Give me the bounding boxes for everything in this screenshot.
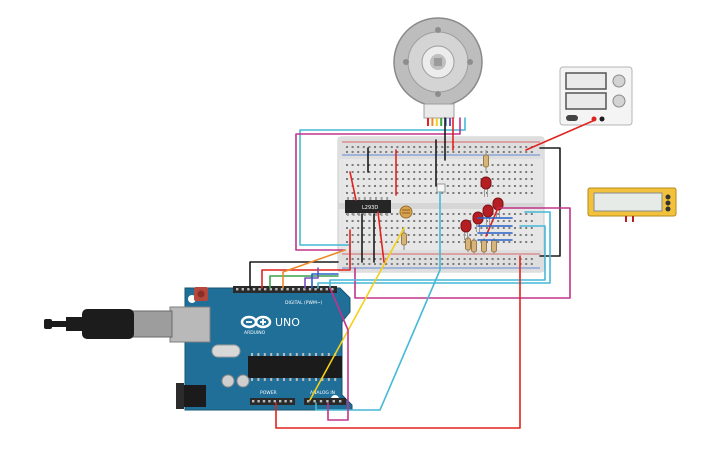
- arduino-logo: [240, 315, 272, 329]
- dc-jack[interactable]: [178, 385, 206, 407]
- photoresistor[interactable]: [399, 205, 413, 219]
- wires: [249, 117, 596, 429]
- led[interactable]: [460, 219, 472, 240]
- resistor[interactable]: [401, 228, 407, 250]
- l293d-driver-chip[interactable]: L293D: [345, 197, 391, 216]
- resistor[interactable]: [471, 238, 477, 254]
- wire-cyan-led: [317, 211, 551, 289]
- wire-red-bb1: [349, 171, 357, 201]
- breadboard-holes: [346, 146, 533, 265]
- crystal: [211, 344, 241, 358]
- wire-cyan-a1: [315, 191, 441, 411]
- voltage-knob[interactable]: [612, 74, 626, 88]
- atmega-chip: [248, 356, 342, 378]
- digital-header[interactable]: [233, 286, 337, 293]
- driver-chip-label: L293D: [362, 205, 378, 211]
- arduino-uno-board[interactable]: DIGITAL (PWM~) POWER ANALOG IN UNO ARDUI…: [169, 286, 353, 411]
- sensor-module[interactable]: [436, 183, 446, 193]
- power-header-label: POWER: [260, 390, 277, 396]
- wire-red-loop: [275, 255, 521, 429]
- wire-green-signal: [269, 275, 339, 289]
- wire-magenta-motor: [295, 117, 461, 251]
- wire-red-psu: [525, 119, 596, 151]
- negative-terminal[interactable]: [599, 116, 605, 122]
- wire-magenta-a2: [327, 287, 349, 421]
- power-supply-icon[interactable]: [559, 66, 633, 126]
- wire-magenta-led: [354, 207, 571, 299]
- wire-red-bb2: [377, 211, 385, 263]
- wire-orange-signal: [282, 249, 346, 289]
- board-model: UNO: [275, 316, 300, 329]
- wire-cyan-led2: [329, 225, 546, 289]
- led[interactable]: [480, 176, 492, 197]
- power-header[interactable]: [250, 398, 295, 405]
- lcd-display-icon[interactable]: [587, 187, 677, 222]
- board-brand: ARDUINO: [244, 330, 266, 336]
- capacitor: [236, 374, 250, 388]
- current-display: [565, 92, 607, 110]
- usb-cable-icon[interactable]: [44, 309, 173, 339]
- current-knob[interactable]: [612, 94, 626, 108]
- power-switch[interactable]: [566, 115, 578, 121]
- usb-port[interactable]: [169, 306, 211, 343]
- wire-yellow-a0: [309, 227, 405, 401]
- wire-red-5v: [261, 229, 351, 289]
- capacitor: [221, 374, 235, 388]
- wire-black-gnd: [249, 261, 339, 289]
- wire-blue-signal: [311, 273, 339, 289]
- dc-motor-icon[interactable]: [393, 17, 483, 126]
- analog-header[interactable]: [304, 398, 346, 405]
- voltage-display: [565, 72, 607, 90]
- digital-header-label: DIGITAL (PWM~): [285, 300, 323, 306]
- analog-header-label: ANALOG IN: [310, 390, 335, 396]
- wire-red-led: [485, 207, 499, 237]
- resistor[interactable]: [481, 238, 487, 254]
- resistor[interactable]: [483, 150, 489, 172]
